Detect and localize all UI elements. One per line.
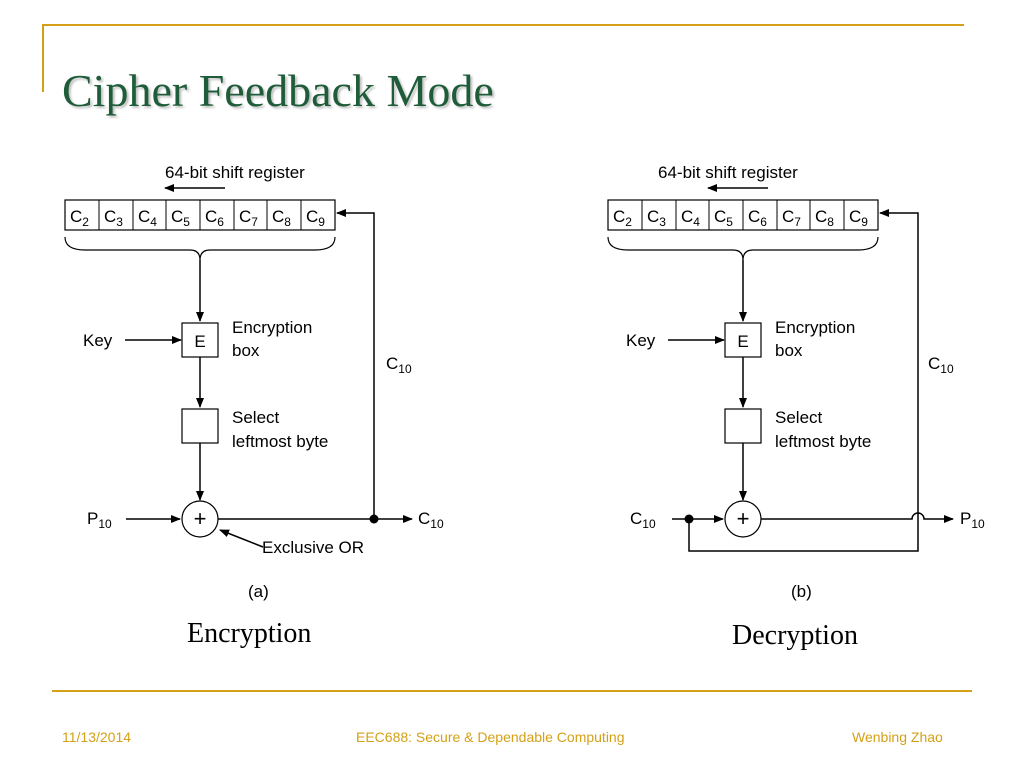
caption-encryption: Encryption [187,618,312,649]
footer-course: EEC688: Secure & Dependable Computing [356,729,625,745]
register-cell-a: C5 [171,207,190,229]
e-label-b: E [737,332,748,351]
xor-label-a: Exclusive OR [262,538,364,557]
register-label-a: 64-bit shift register [165,163,305,182]
select-label-b: Select [775,408,823,427]
box-label-a: box [232,341,260,360]
diagram-b: 64-bit shift register C2 C3 C4 C5 C6 C7 … [607,163,985,601]
register-cell-a: C8 [272,207,291,229]
left-rule [42,24,44,92]
register-cell-a: C2 [70,207,89,229]
register-cell-a: C7 [239,207,258,229]
register-cell-a: C4 [138,207,157,229]
footer-rule [52,690,972,692]
register-cell-b: C9 [849,207,868,229]
register-cell-b: C6 [748,207,767,229]
register-cell-b: C4 [681,207,700,229]
register-cell-a: C3 [104,207,123,229]
select-box-a [181,408,219,444]
part-label-b: (b) [791,582,812,601]
select-label-a: Select [232,408,280,427]
xor-pointer-arrow-a [219,529,264,548]
footer-date: 11/13/2014 [62,729,132,745]
feedback-line-a [336,209,375,519]
feedback-label-a: C10 [386,354,412,376]
key-label-a: Key [83,331,113,350]
register-cell-b: C8 [815,207,834,229]
output-label-b: P10 [960,509,985,531]
xor-symbol-a: + [194,506,207,531]
register-cell-b: C5 [714,207,733,229]
slide-title: Cipher Feedback Mode [62,65,494,116]
register-brace-a [64,236,336,261]
caption-decryption: Decryption [732,620,858,651]
leftmost-byte-label-b: leftmost byte [775,432,871,451]
register-cell-a: C9 [306,207,325,229]
encryption-box-a [181,322,219,358]
key-label-b: Key [626,331,656,350]
register-cell-b: C3 [647,207,666,229]
output-arrow-b [761,512,954,523]
feedback-line-b [688,209,919,552]
leftmost-byte-label-a: leftmost byte [232,432,328,451]
input-label-b: C10 [630,509,656,531]
diagram-a: 64-bit shift register C2 C3 C4 C5 C6 C7 … [64,163,444,601]
box-label-b: box [775,341,803,360]
part-label-a: (a) [248,582,269,601]
footer-author: Wenbing Zhao [852,729,943,745]
encryption-label-a: Encryption [232,318,312,337]
register-label-b: 64-bit shift register [658,163,798,182]
shift-register-a: C2 C3 C4 C5 C6 C7 C8 C9 [64,199,336,231]
shift-register-b: C2 C3 C4 C5 C6 C7 C8 C9 [607,199,879,231]
input-label-a: P10 [87,509,112,531]
register-cell-a: C6 [205,207,224,229]
encryption-label-b: Encryption [775,318,855,337]
register-brace-b [607,236,879,261]
encryption-box-b [724,322,762,358]
register-cell-b: C7 [782,207,801,229]
xor-symbol-b: + [737,506,750,531]
output-label-a: C10 [418,509,444,531]
e-label-a: E [194,332,205,351]
feedback-label-b: C10 [928,354,954,376]
top-rule [44,24,964,26]
register-cell-b: C2 [613,207,632,229]
select-box-b [724,408,762,444]
